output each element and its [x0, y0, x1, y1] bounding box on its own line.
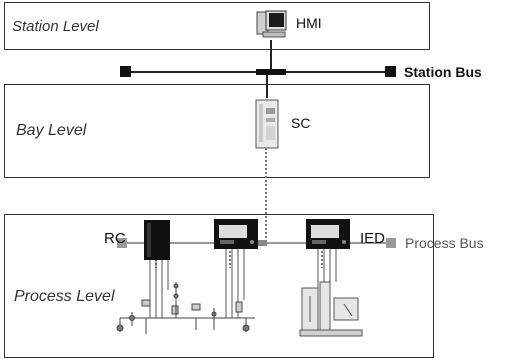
station-bus-left-terminal — [120, 66, 131, 77]
ied-label: IED — [360, 230, 386, 247]
bay-level-box — [4, 84, 430, 178]
rc-field-wiring — [149, 260, 169, 318]
ied-2-device-icon — [306, 219, 350, 249]
rc-device-icon — [144, 220, 170, 260]
instrument-transformer-equipment — [299, 281, 363, 337]
station-bus-right-terminal — [385, 66, 396, 77]
station-level-box — [4, 2, 430, 50]
ied-1-field-wiring — [225, 249, 245, 318]
sc-label: SC — [291, 115, 311, 131]
station-level-label: Station Level — [12, 18, 99, 35]
station-bus-label: Station Bus — [404, 64, 482, 80]
hmi-label: HMI — [296, 15, 322, 31]
switchgear-primary-equipment — [116, 282, 255, 334]
process-bus-label: Process Bus — [405, 235, 484, 251]
process-level-label: Process Level — [14, 288, 115, 305]
sc-controller-icon — [255, 99, 279, 149]
ied-1-device-icon — [214, 219, 258, 249]
rc-label: RC — [104, 230, 126, 247]
bay-level-label: Bay Level — [16, 122, 87, 139]
hmi-computer-icon — [256, 10, 287, 38]
process-bus-left-terminal — [117, 238, 127, 248]
process-bus-right-terminal — [386, 238, 396, 248]
station-bus-coupler — [256, 69, 286, 75]
